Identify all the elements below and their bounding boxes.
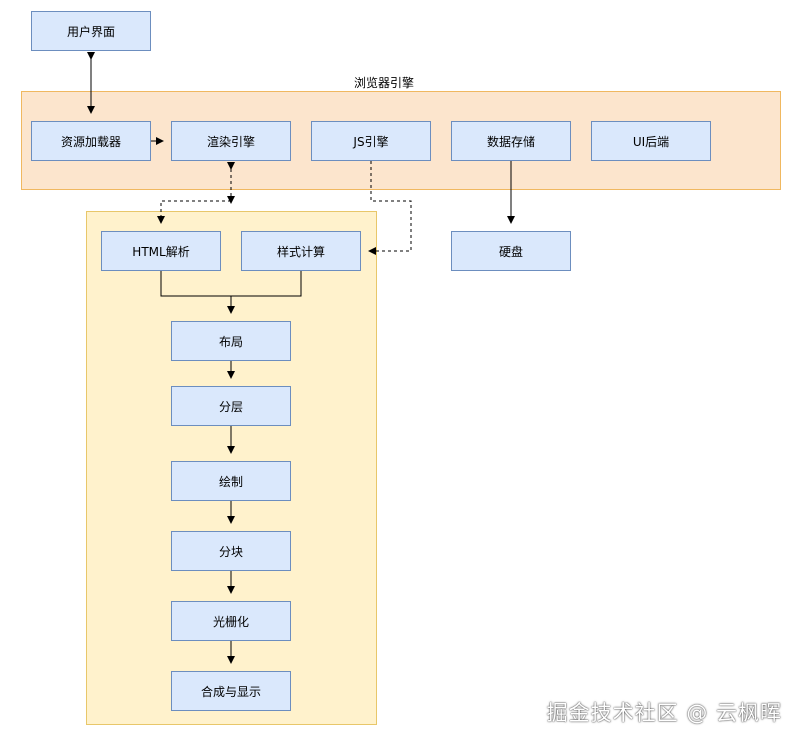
node-raster: 光栅化	[171, 601, 291, 641]
node-data-storage: 数据存储	[451, 121, 571, 161]
node-composite: 合成与显示	[171, 671, 291, 711]
edge-js-style	[368, 161, 412, 255]
node-render-engine: 渲染引擎	[171, 121, 291, 161]
edge-render-html	[157, 200, 231, 224]
node-html-parse: HTML解析	[101, 231, 221, 271]
node-layering: 分层	[171, 386, 291, 426]
browser-engine-label: 浏览器引擎	[354, 76, 415, 90]
node-tiling: 分块	[171, 531, 291, 571]
edge-style-merge	[231, 271, 302, 297]
node-user-interface: 用户界面	[31, 11, 151, 51]
node-js-engine: JS引擎	[311, 121, 431, 161]
node-ui-backend: UI后端	[591, 121, 711, 161]
node-layout: 布局	[171, 321, 291, 361]
node-style-calc: 样式计算	[241, 231, 361, 271]
node-resource-loader: 资源加载器	[31, 121, 151, 161]
node-disk: 硬盘	[451, 231, 571, 271]
watermark: 掘金技术社区 @ 云枫晖	[546, 701, 782, 725]
node-paint: 绘制	[171, 461, 291, 501]
edge-html-merge	[160, 271, 231, 297]
